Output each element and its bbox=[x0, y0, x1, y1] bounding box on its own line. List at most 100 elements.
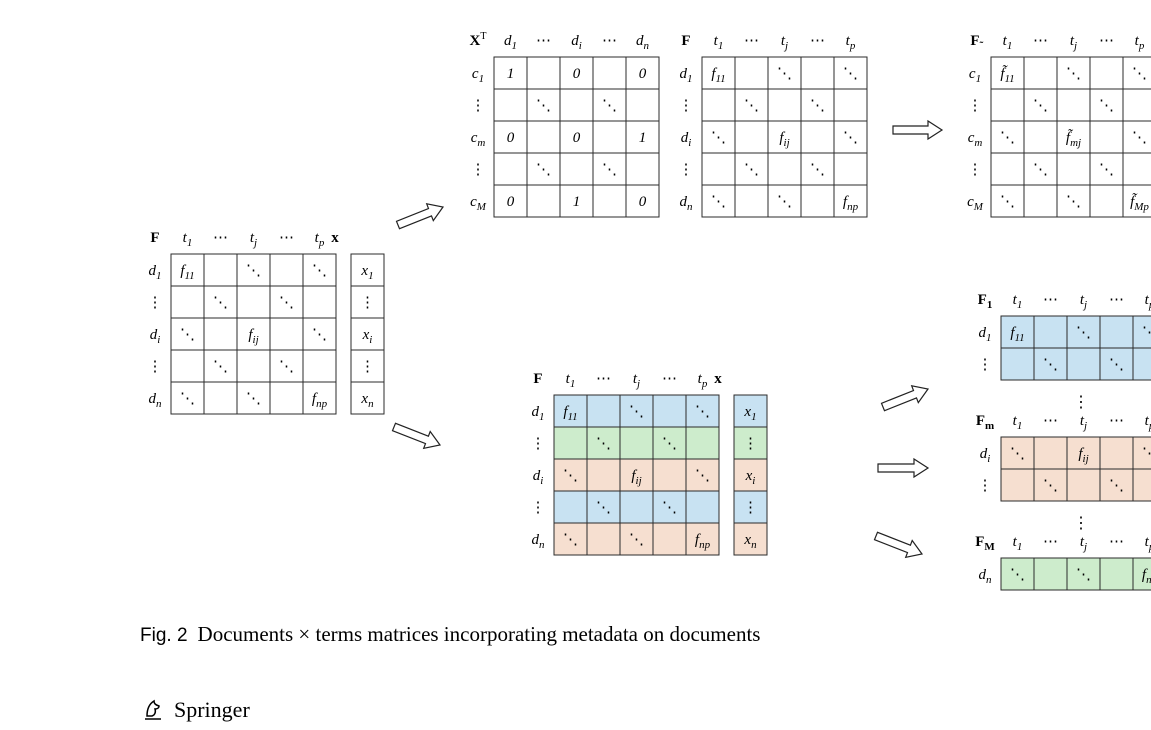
matrix-row: ⋮⋱⋱ bbox=[148, 349, 337, 383]
matrix-cell bbox=[592, 184, 627, 218]
matrix-cell bbox=[350, 253, 385, 287]
row-header: di bbox=[533, 468, 544, 487]
matrix-cell bbox=[1099, 557, 1134, 591]
row-header: ⋮ bbox=[148, 295, 163, 311]
cell-value: ⋱ bbox=[777, 194, 792, 210]
matrix-cell bbox=[1122, 184, 1151, 218]
cell-value: ⋱ bbox=[279, 295, 294, 311]
matrix-row: x1 bbox=[733, 394, 768, 428]
column-header: ⋯ bbox=[744, 33, 759, 49]
cell-value: ⋱ bbox=[711, 194, 726, 210]
cell-value: ⋱ bbox=[744, 98, 759, 114]
row-header: ⋮ bbox=[471, 162, 486, 178]
matrix-cell bbox=[619, 490, 654, 524]
column-header: ⋯ bbox=[1043, 534, 1058, 550]
cell-value: f̃11 bbox=[1000, 65, 1014, 85]
matrix-cell bbox=[586, 490, 621, 524]
matrix-row: dn⋱⋱fnp bbox=[149, 381, 337, 415]
matrix-cell bbox=[833, 56, 868, 90]
row-header: dn bbox=[680, 194, 694, 213]
matrix-cell bbox=[1023, 184, 1058, 218]
cell-value: 1 bbox=[639, 130, 647, 146]
matrix-cell bbox=[800, 184, 835, 218]
matrix-cell bbox=[685, 458, 720, 492]
matrix-cell bbox=[302, 349, 337, 383]
matrix-cell bbox=[553, 426, 588, 460]
matrix-name-label: F bbox=[681, 33, 690, 49]
cell-value: ⋱ bbox=[1033, 98, 1048, 114]
cell-value: f̃mj bbox=[1066, 129, 1081, 149]
cell-value: ⋱ bbox=[1142, 446, 1151, 462]
matrix-name-label: F bbox=[533, 371, 542, 387]
matrix-cell bbox=[652, 522, 687, 556]
cell-value: ⋱ bbox=[662, 436, 677, 452]
matrix-cell bbox=[990, 184, 1025, 218]
matrix-row: ⋮⋱⋱ bbox=[531, 426, 720, 460]
matrix-cell bbox=[203, 253, 238, 287]
column-header: tp bbox=[315, 230, 325, 249]
matrix-cell bbox=[1089, 88, 1124, 122]
matrix-cell bbox=[526, 56, 561, 90]
matrix-cell bbox=[1122, 56, 1151, 90]
cell-value: ⋱ bbox=[695, 468, 710, 484]
cell-value: ⋱ bbox=[1000, 130, 1015, 146]
row-header: ⋮ bbox=[978, 478, 993, 494]
matrix-cell bbox=[990, 56, 1025, 90]
cell-value: ⋱ bbox=[1000, 194, 1015, 210]
column-header: ⋯ bbox=[1109, 292, 1124, 308]
matrix-row: di⋱fij⋱ bbox=[681, 120, 868, 154]
matrix-cell bbox=[833, 184, 868, 218]
cell-value: ⋱ bbox=[536, 162, 551, 178]
matrix-cell bbox=[559, 152, 594, 186]
row-header: ⋮ bbox=[679, 98, 694, 114]
matrix-cell bbox=[350, 317, 385, 351]
matrix-cell bbox=[170, 253, 205, 287]
matrix-name-label: FM bbox=[975, 534, 995, 553]
matrix-name-label: F̃ bbox=[970, 33, 983, 49]
matrix-cell bbox=[1099, 315, 1134, 349]
column-header: ⋯ bbox=[279, 230, 294, 246]
matrix-cell bbox=[553, 522, 588, 556]
matrix-row: xi bbox=[733, 458, 768, 492]
matrix-cell bbox=[493, 184, 528, 218]
matrix-cell bbox=[350, 285, 385, 319]
cell-value: ⋱ bbox=[744, 162, 759, 178]
publisher-footer: Springer bbox=[140, 697, 250, 723]
matrix-cell bbox=[493, 152, 528, 186]
row-header: cM bbox=[967, 194, 984, 213]
cell-value: fij bbox=[631, 468, 641, 487]
row-header: ⋮ bbox=[148, 359, 163, 375]
matrix-row: ⋮⋱⋱ bbox=[148, 285, 337, 319]
matrix-cell bbox=[170, 285, 205, 319]
matrix-row: ⋮⋱⋱ bbox=[968, 152, 1151, 186]
cell-value: ⋱ bbox=[180, 327, 195, 343]
matrix-cell bbox=[302, 317, 337, 351]
matrix-row: xn bbox=[350, 381, 385, 415]
cell-value: xn bbox=[743, 532, 757, 551]
cell-value: f11 bbox=[711, 66, 725, 85]
row-header: c1 bbox=[472, 66, 484, 85]
matrix-cell bbox=[685, 522, 720, 556]
cell-value: f̃Mp bbox=[1130, 193, 1149, 213]
column-header: ⋯ bbox=[1109, 534, 1124, 550]
matrix-cell bbox=[701, 120, 736, 154]
column-header: ⋯ bbox=[596, 371, 611, 387]
matrix-cell bbox=[734, 184, 769, 218]
row-header: di bbox=[150, 327, 161, 346]
matrix-cell bbox=[701, 152, 736, 186]
column-header: ⋯ bbox=[536, 33, 551, 49]
row-header: ⋮ bbox=[968, 98, 983, 114]
cell-value: ⋱ bbox=[1010, 446, 1025, 462]
matrix-row: cM⋱⋱f̃Mp bbox=[967, 184, 1151, 218]
matrix-cell bbox=[203, 317, 238, 351]
matrix-cell bbox=[493, 56, 528, 90]
cell-value: fij bbox=[779, 130, 789, 149]
cell-value: ⋱ bbox=[1109, 478, 1124, 494]
matrix-row: ⋮ bbox=[350, 285, 385, 319]
cell-value: f11 bbox=[1010, 325, 1024, 344]
